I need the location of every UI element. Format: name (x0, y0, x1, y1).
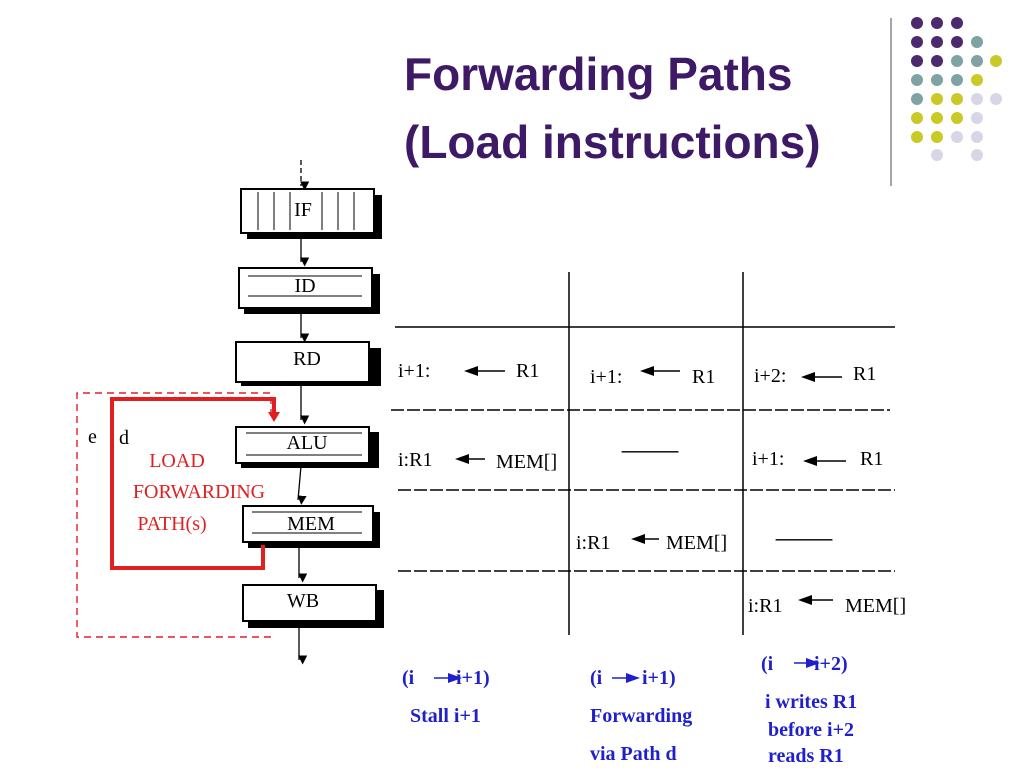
slide-title-line-1: Forwarding Paths (404, 48, 793, 100)
decorative-dot-grid (890, 17, 1002, 186)
stage-alu: ALU (235, 426, 379, 468)
table-cell: R1 (692, 366, 715, 388)
table-cell: ──── (621, 441, 680, 463)
caption-col-3: (i i+2) i writes R1 before i+2 reads R1 (761, 653, 857, 767)
stage-label-if: IF (294, 199, 312, 221)
load-forwarding-label: LOAD FORWARDING PATH(s) (133, 450, 265, 535)
table-cell: R1 (853, 363, 876, 385)
table-row: i+1: R1 i+1: R1 i+2: R1 (398, 360, 876, 388)
path-d-label: d (119, 427, 129, 449)
table-cell: R1 (516, 360, 539, 382)
forwarding-label-line-2: FORWARDING (133, 481, 265, 503)
table-cell: i:R1 (576, 532, 610, 554)
stage-label-rd: RD (293, 348, 321, 370)
caption-col-1: (i i+1) Stall i+1 (402, 667, 490, 727)
caption-col2-head-a: (i (590, 667, 603, 689)
table-cell: R1 (860, 448, 883, 470)
stage-label-alu: ALU (286, 432, 328, 454)
forwarding-label-line-3: PATH(s) (137, 513, 206, 535)
forwarding-path-d (110, 397, 276, 570)
table-cell: i+1: (398, 360, 430, 382)
table-cell: MEM[] (845, 595, 906, 617)
table-cell: i:R1 (748, 595, 782, 617)
caption-col3-line-2: before i+2 (768, 719, 854, 741)
caption-col2-line-2: via Path d (590, 743, 677, 765)
stage-label-id: ID (294, 275, 315, 297)
stage-if: IF (240, 188, 382, 239)
stage-label-mem: MEM (287, 513, 335, 535)
caption-col3-head-b: i+2) (814, 653, 848, 675)
table-row: i:R1 MEM[] ──── (576, 529, 833, 554)
stage-mem: MEM (242, 505, 380, 548)
caption-col1-head-a: (i (402, 667, 415, 689)
stage-label-wb: WB (287, 590, 319, 612)
table-cell: i+2: (754, 365, 786, 387)
timing-table: i+1: R1 i+1: R1 i+2: R1 i:R1 MEM[] ──── (391, 272, 906, 635)
stage-id: ID (238, 267, 380, 314)
table-cell: i+1: (752, 448, 784, 470)
table-cell: i+1: (590, 366, 622, 388)
forwarding-label-line-1: LOAD (149, 450, 205, 472)
forwarding-arrowhead (268, 412, 280, 422)
caption-col-2: (i i+1) Forwarding via Path d (590, 667, 692, 765)
pipeline: IF ID RD (235, 160, 384, 665)
stage-wb: WB (242, 584, 384, 628)
table-row: i:R1 MEM[] (748, 595, 906, 617)
arrow-alu-mem (297, 465, 307, 505)
captions: (i i+1) Stall i+1 (i i+1) Forwarding via… (402, 653, 857, 767)
caption-col1-line-1: Stall i+1 (410, 705, 481, 727)
caption-col2-line-1: Forwarding (590, 705, 692, 727)
stage-rd: RD (235, 341, 381, 386)
caption-col3-line-1: i writes R1 (765, 691, 857, 713)
table-cell: ──── (775, 529, 834, 551)
table-cell: MEM[] (666, 532, 727, 554)
table-row: i:R1 MEM[] ──── i+1: R1 (398, 441, 883, 473)
caption-col3-head-a: (i (761, 653, 774, 675)
table-cell: i:R1 (398, 449, 432, 471)
caption-col3-line-3: reads R1 (768, 745, 844, 767)
path-e-label: e (88, 426, 97, 448)
caption-col1-head-b: i+1) (456, 667, 490, 689)
slide-title-line-2: (Load instructions) (404, 116, 821, 168)
caption-col2-head-b: i+1) (642, 667, 676, 689)
table-cell: MEM[] (496, 451, 557, 473)
